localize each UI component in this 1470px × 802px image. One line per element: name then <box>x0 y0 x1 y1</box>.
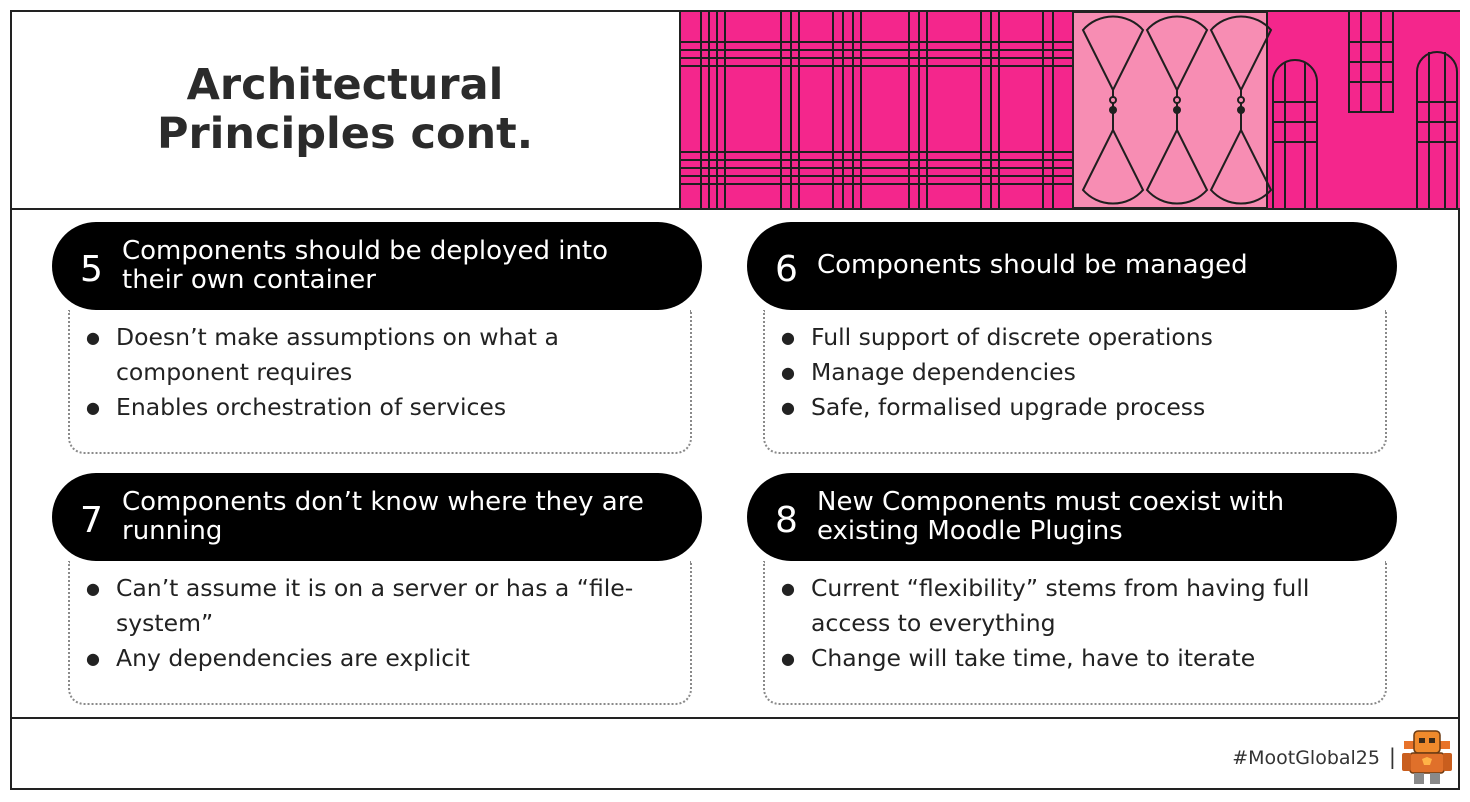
principle-body: Doesn’t make assumptions on what a compo… <box>68 310 692 454</box>
bullet-item: Change will take time, have to iterate <box>781 641 1375 676</box>
slide-title: Architectural Principles cont. <box>156 59 534 160</box>
title-line-1: Architectural <box>186 59 504 110</box>
principle-header: 5 Components should be deployed into the… <box>52 222 702 310</box>
principle-title: Components should be deployed into their… <box>122 235 609 295</box>
bullet-item: Enables orchestration of services <box>86 390 680 425</box>
slide: Architectural Principles cont. <box>10 10 1460 790</box>
principle-body: Full support of discrete operations Mana… <box>763 310 1387 454</box>
principle-title: New Components must coexist with existin… <box>817 486 1285 546</box>
principle-number: 8 <box>775 500 798 541</box>
bullet-item: Can’t assume it is on a server or has a … <box>86 571 680 641</box>
slide-footer: #MootGlobal25 | <box>12 717 1458 790</box>
principle-header: 8 New Components must coexist with exist… <box>747 473 1397 561</box>
principle-number: 5 <box>80 249 103 290</box>
title-area: Architectural Principles cont. <box>12 12 678 208</box>
bullet-list: Can’t assume it is on a server or has a … <box>70 561 690 676</box>
architecture-pattern-icon <box>681 12 1460 208</box>
principle-body: Current “flexibility” stems from having … <box>763 561 1387 705</box>
principle-header: 6 Components should be managed <box>747 222 1397 310</box>
hashtag-label: #MootGlobal25 <box>1232 747 1380 769</box>
bullet-item: Manage dependencies <box>781 355 1375 390</box>
robot-mascot-icon <box>1402 730 1452 784</box>
slide-header: Architectural Principles cont. <box>12 12 1460 210</box>
bullet-item: Doesn’t make assumptions on what a compo… <box>86 320 680 390</box>
bullet-item: Safe, formalised upgrade process <box>781 390 1375 425</box>
bullet-list: Doesn’t make assumptions on what a compo… <box>70 310 690 425</box>
decorative-banner <box>679 12 1460 208</box>
principle-header: 7 Components don’t know where they are r… <box>52 473 702 561</box>
principle-body: Can’t assume it is on a server or has a … <box>68 561 692 705</box>
principle-title: Components don’t know where they are run… <box>122 486 644 546</box>
principle-title: Components should be managed <box>817 250 1248 281</box>
bullet-item: Current “flexibility” stems from having … <box>781 571 1375 641</box>
principle-number: 6 <box>775 249 798 290</box>
title-line-2: Principles cont. <box>156 109 534 159</box>
bullet-item: Any dependencies are explicit <box>86 641 680 676</box>
footer-separator: | <box>1388 745 1396 769</box>
bullet-list: Full support of discrete operations Mana… <box>765 310 1385 425</box>
bullet-item: Full support of discrete operations <box>781 320 1375 355</box>
bullet-list: Current “flexibility” stems from having … <box>765 561 1385 676</box>
principle-number: 7 <box>80 500 103 541</box>
